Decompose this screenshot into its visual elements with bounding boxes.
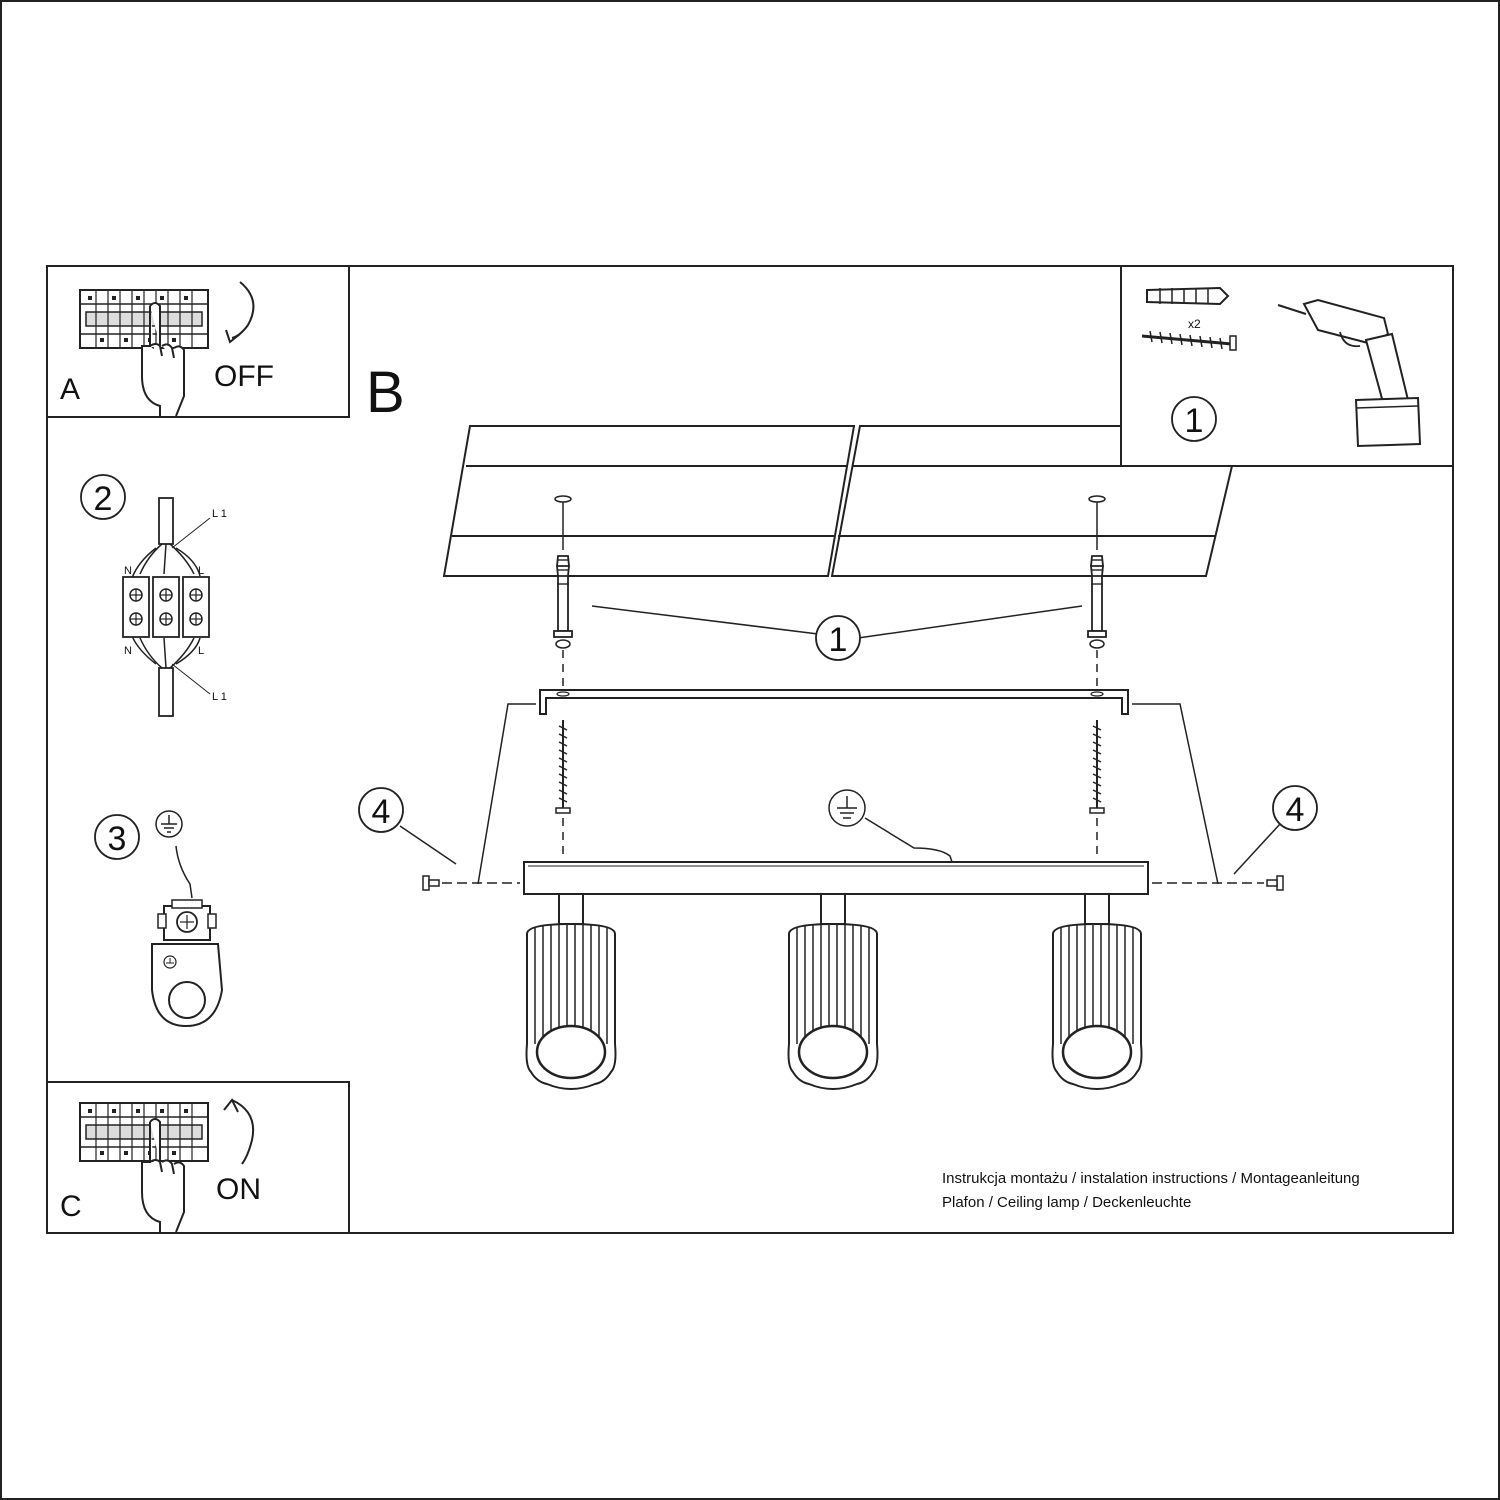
step-4-left: 4 [372, 793, 391, 831]
lamp-head-icon [1051, 892, 1143, 1091]
step-3: 3 [108, 820, 127, 858]
main-frame [46, 265, 1454, 1234]
breaker-panel-icon [79, 289, 209, 349]
wire-l-top: L [198, 565, 204, 577]
fixture-body [523, 861, 1149, 895]
breaker-panel-icon [79, 1102, 209, 1162]
panel-a-letter: A [60, 373, 80, 406]
step-1-anchors: 1 [829, 621, 848, 659]
wire-l1-bottom: L 1 [212, 691, 227, 703]
panel-a [46, 265, 350, 418]
arrow-down-icon [231, 281, 255, 339]
screw-icon [1089, 719, 1105, 814]
side-screw-left [422, 875, 520, 891]
wire-n-bottom: N [124, 645, 132, 657]
caption-line-2: Plafon / Ceiling lamp / Deckenleuchte [942, 1194, 1192, 1211]
panel-tools [1120, 265, 1454, 467]
lamp-head-icon [525, 892, 617, 1091]
step-circles [80, 396, 1318, 860]
wire-n-top: N [124, 565, 132, 577]
panel-c [46, 1081, 350, 1234]
panel-b-letter: B [366, 360, 405, 425]
drill-icon [1277, 298, 1422, 448]
wall-plug-icon [1087, 555, 1107, 649]
screw-icon [555, 719, 571, 814]
mounting-bracket [539, 689, 1129, 715]
step-4-right: 4 [1286, 791, 1305, 829]
wall-plug-icon [553, 555, 573, 649]
panel-c-letter: C [60, 1190, 82, 1223]
side-screw-right [1152, 875, 1284, 891]
wall-plug-icon [1146, 286, 1230, 306]
wire-l-bottom: L [198, 645, 204, 657]
ground-symbol-icon [828, 789, 866, 827]
quantity-label: x2 [1188, 317, 1201, 331]
caption-line-1: Instrukcja montażu / instalation instruc… [942, 1170, 1360, 1187]
off-label: OFF [214, 360, 274, 393]
screw-icon [1141, 330, 1237, 351]
terminal-block-icon [122, 497, 211, 717]
step-2: 2 [94, 480, 113, 518]
step-1-tools: 1 [1185, 402, 1204, 440]
ground-terminal [151, 810, 224, 1028]
lamp-head-icon [787, 892, 879, 1091]
on-label: ON [216, 1173, 261, 1206]
arrow-up-icon [231, 1099, 254, 1165]
ceiling [442, 425, 1234, 577]
wire-l1-top: L 1 [212, 508, 227, 520]
